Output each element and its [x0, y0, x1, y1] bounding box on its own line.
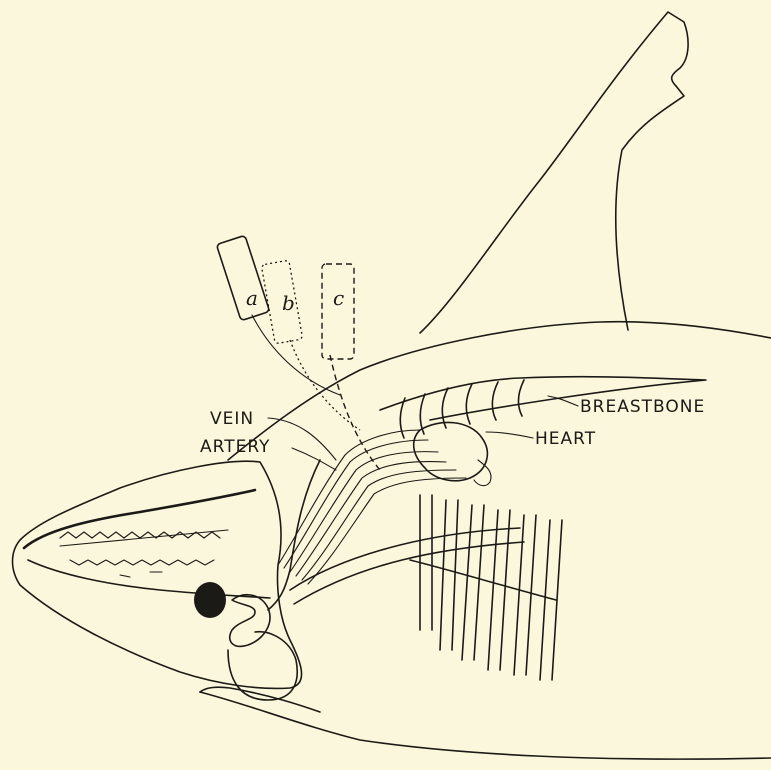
mouth-line	[28, 560, 270, 598]
leader-heart	[486, 432, 533, 438]
neck-vertebrae-lower	[294, 542, 524, 604]
label-artery: ARTERY	[200, 437, 270, 457]
body-outline-bottom	[200, 692, 771, 759]
lower-ribs	[420, 495, 562, 680]
head-outline	[13, 461, 302, 688]
eye	[194, 582, 226, 618]
upper-ribs	[400, 380, 524, 438]
skull-cavity	[230, 595, 270, 647]
face-mark-1	[120, 575, 130, 577]
label-breastbone: BREASTBONE	[580, 397, 705, 417]
leader-vein	[268, 418, 336, 460]
snout	[24, 490, 255, 548]
label-vein: VEIN	[210, 409, 254, 429]
foreleg-outline	[420, 12, 688, 333]
heart-vessel	[474, 460, 491, 486]
body-outline-top	[228, 322, 771, 460]
mark-b: b	[282, 291, 295, 315]
lower-teeth	[70, 560, 214, 565]
mark-a: a	[246, 286, 258, 310]
label-heart: HEART	[535, 429, 596, 449]
upper-teeth	[60, 530, 228, 546]
neck-vessels	[278, 430, 466, 584]
knife-position-b: b	[261, 260, 360, 430]
mark-c: c	[333, 286, 344, 310]
